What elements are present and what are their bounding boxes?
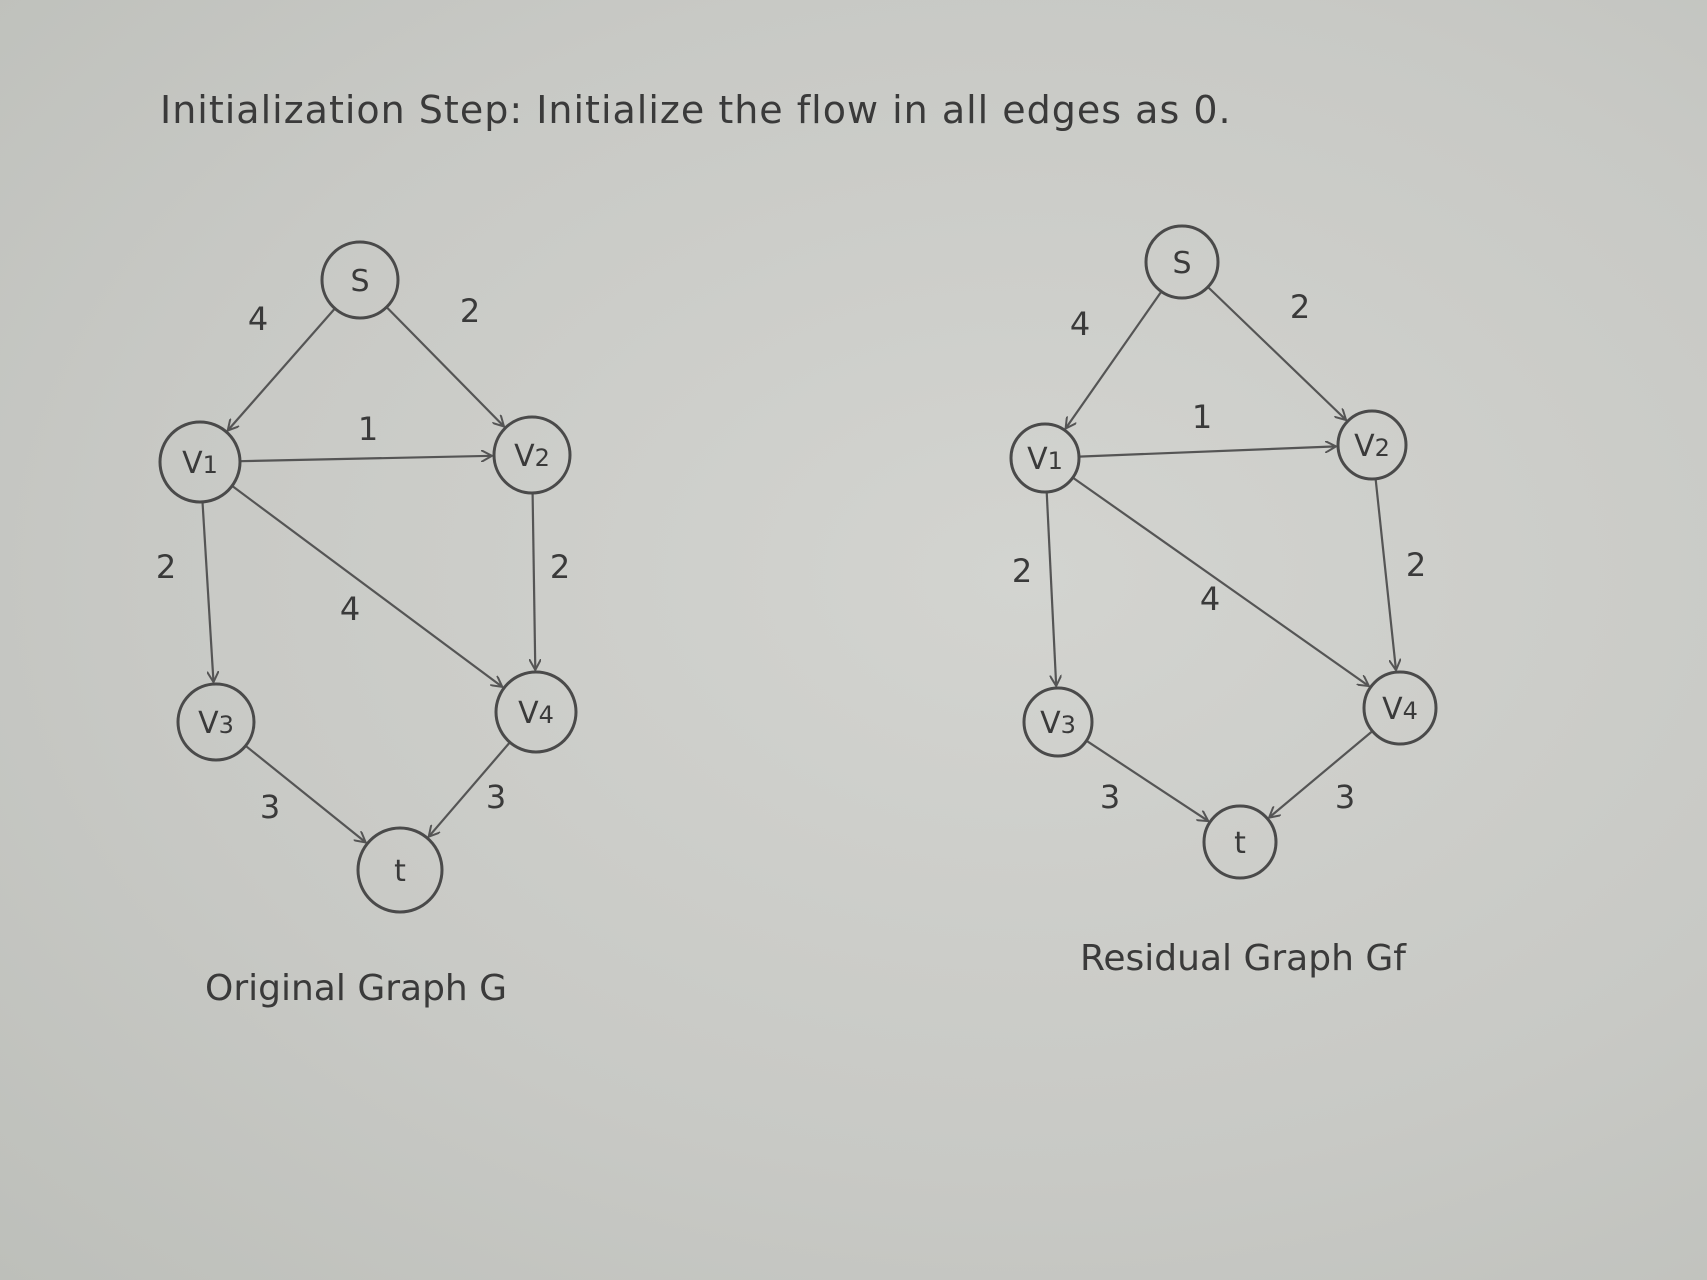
node-label-v2: V2 bbox=[514, 439, 550, 474]
node-s: S bbox=[1144, 224, 1220, 300]
node-v3: V3 bbox=[176, 682, 256, 762]
node-label-v1: V1 bbox=[182, 446, 218, 481]
node-s: S bbox=[320, 240, 400, 320]
edge-weight-v3-t: 3 bbox=[1100, 778, 1120, 816]
graph-caption: Original Graph G bbox=[205, 968, 507, 1009]
node-v2: V2 bbox=[1336, 409, 1408, 481]
node-label-v4: V4 bbox=[1382, 692, 1418, 727]
edge-v2-v4 bbox=[1374, 478, 1396, 670]
edge-weight-s-v1: 4 bbox=[248, 300, 268, 338]
edge-v1-v2 bbox=[239, 456, 492, 463]
node-label-v4: V4 bbox=[518, 696, 554, 731]
page-title: Initialization Step: Initialize the flow… bbox=[160, 88, 1232, 132]
edge-v1-v2 bbox=[1078, 446, 1336, 458]
edge-weight-v1-v3: 2 bbox=[1012, 552, 1032, 590]
edge-v3-t bbox=[1085, 739, 1208, 821]
node-t: t bbox=[1202, 804, 1278, 880]
edge-weight-v1-v3: 2 bbox=[156, 548, 176, 586]
edge-weight-v1-v4: 4 bbox=[340, 590, 360, 628]
edge-v2-v4 bbox=[533, 492, 536, 670]
edge-weight-s-v2: 2 bbox=[460, 292, 480, 330]
edge-v1-v3 bbox=[1045, 491, 1057, 686]
edge-weight-v4-t: 3 bbox=[1335, 778, 1355, 816]
node-label-v1: V1 bbox=[1027, 442, 1063, 477]
edge-v3-t bbox=[244, 744, 366, 843]
node-v1: V1 bbox=[158, 420, 242, 504]
edge-v4-t bbox=[429, 741, 511, 836]
node-v4: V4 bbox=[494, 670, 578, 754]
edge-v1-v3 bbox=[201, 501, 214, 682]
node-v4: V4 bbox=[1362, 670, 1438, 746]
node-label-v3: V3 bbox=[198, 706, 234, 741]
edge-s-v2 bbox=[1207, 286, 1346, 420]
graph-caption: Residual Graph Gf bbox=[1080, 938, 1407, 979]
edge-weight-s-v2: 2 bbox=[1290, 288, 1310, 326]
node-label-s: S bbox=[1172, 246, 1191, 281]
node-v3: V3 bbox=[1022, 686, 1094, 758]
edge-s-v1 bbox=[228, 307, 336, 431]
edge-weight-v2-v4: 2 bbox=[1406, 546, 1426, 584]
node-label-t: t bbox=[1234, 826, 1246, 861]
node-t: t bbox=[356, 826, 444, 914]
edge-weight-v1-v4: 4 bbox=[1200, 580, 1220, 618]
node-label-v3: V3 bbox=[1040, 706, 1076, 741]
edge-weight-v2-v4: 2 bbox=[550, 548, 570, 586]
edge-weight-v1-v2: 1 bbox=[1192, 398, 1212, 436]
edge-s-v2 bbox=[385, 306, 504, 426]
edge-v1-v4 bbox=[1072, 476, 1369, 686]
node-label-v2: V2 bbox=[1354, 429, 1390, 464]
node-v1: V1 bbox=[1009, 422, 1081, 494]
edge-weight-v4-t: 3 bbox=[486, 778, 506, 816]
edge-weight-v1-v2: 1 bbox=[358, 410, 378, 448]
node-label-t: t bbox=[394, 854, 406, 889]
edge-v4-t bbox=[1269, 730, 1374, 818]
edge-weight-s-v1: 4 bbox=[1070, 305, 1090, 343]
edge-s-v1 bbox=[1066, 290, 1163, 429]
node-label-s: S bbox=[350, 264, 369, 299]
node-v2: V2 bbox=[492, 415, 572, 495]
edge-weight-v3-t: 3 bbox=[260, 788, 280, 826]
edge-v1-v4 bbox=[231, 485, 502, 687]
